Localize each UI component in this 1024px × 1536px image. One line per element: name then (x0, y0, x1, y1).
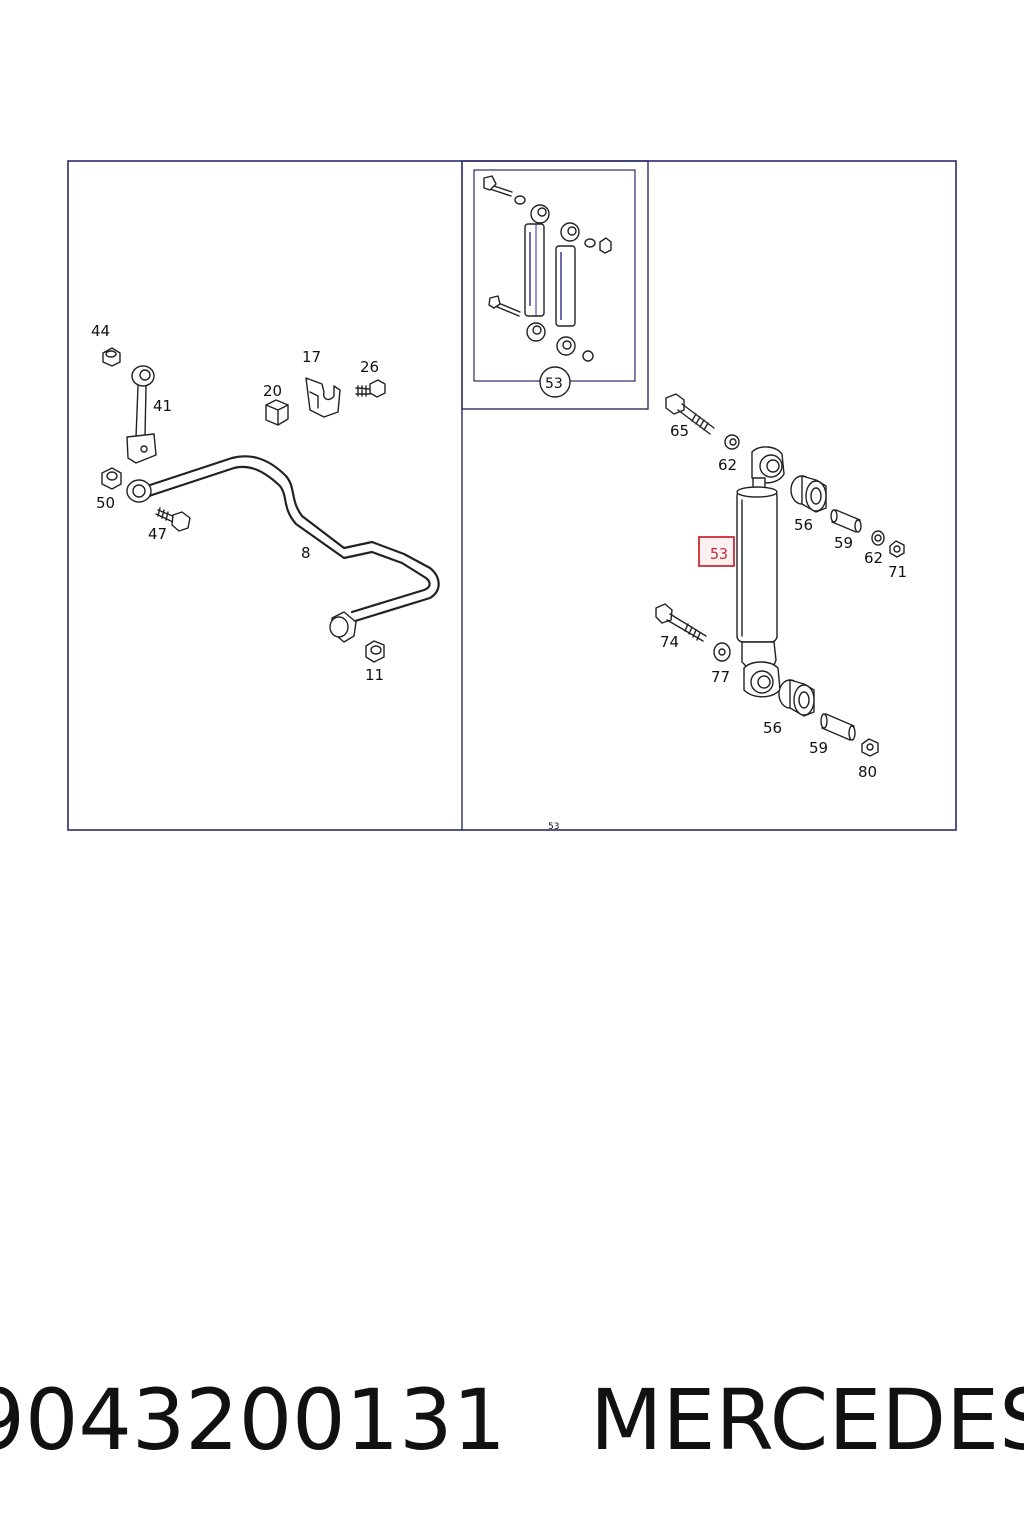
label-inset-53: 53 (545, 376, 563, 392)
label-41: 41 (153, 397, 172, 415)
sleeve-59-top-icon[interactable] (830, 509, 862, 533)
nut-44-icon[interactable] (102, 347, 121, 367)
label-59-bottom: 59 (809, 739, 828, 757)
label-53-highlighted: 53 (710, 545, 728, 563)
bushing-20-icon[interactable] (265, 399, 289, 426)
label-20: 20 (263, 382, 282, 400)
bushing-56-bottom-icon[interactable] (778, 679, 815, 717)
sleeve-59-bottom-icon[interactable] (820, 713, 856, 741)
shock-absorber-53-icon[interactable] (736, 446, 785, 698)
nut-50-icon[interactable] (101, 467, 122, 490)
washer-77-icon[interactable] (713, 642, 731, 662)
label-44: 44 (91, 322, 110, 340)
label-77: 77 (711, 668, 730, 686)
footer: 9043200131 MERCEDES (0, 1365, 1024, 1475)
label-50: 50 (96, 494, 115, 512)
bolt-26-icon[interactable] (355, 379, 386, 398)
label-62-right: 62 (864, 549, 883, 567)
inset-frame-inner (473, 169, 636, 382)
parts-diagram: 44 41 17 26 20 50 47 8 11 65 62 56 59 62… (67, 160, 957, 832)
label-59-top: 59 (834, 534, 853, 552)
label-56-top: 56 (794, 516, 813, 534)
part-number: 9043200131 (0, 1371, 506, 1469)
label-74: 74 (660, 633, 679, 651)
nut-11-icon[interactable] (365, 640, 385, 663)
stabilizer-bar-8-icon[interactable] (126, 455, 440, 643)
washer-62-top-icon[interactable] (724, 434, 740, 450)
label-65: 65 (670, 422, 689, 440)
washer-62-right-icon[interactable] (871, 530, 885, 546)
label-56-bottom: 56 (763, 719, 782, 737)
label-11: 11 (365, 666, 384, 684)
label-47: 47 (148, 525, 167, 543)
inset-frame-outer (461, 160, 649, 410)
label-small-53: 53 (548, 822, 559, 832)
label-62-top: 62 (718, 456, 737, 474)
label-17: 17 (302, 348, 321, 366)
label-26: 26 (360, 358, 379, 376)
brand-name: MERCEDES (589, 1371, 1024, 1469)
label-80: 80 (858, 763, 877, 781)
bolt-65-icon[interactable] (665, 393, 715, 435)
bushing-56-top-icon[interactable] (790, 475, 827, 513)
nut-71-icon[interactable] (889, 540, 905, 558)
highlight-box-53 (698, 536, 735, 567)
bolt-47-icon[interactable] (155, 507, 191, 532)
label-8: 8 (301, 544, 311, 562)
inset-shock-absorbers-icon (483, 175, 612, 398)
bolt-74-icon[interactable] (655, 603, 707, 642)
link-rod-41-icon[interactable] (126, 365, 157, 464)
label-71: 71 (888, 563, 907, 581)
nut-80-icon[interactable] (861, 738, 879, 757)
bracket-17-icon[interactable] (305, 377, 341, 418)
